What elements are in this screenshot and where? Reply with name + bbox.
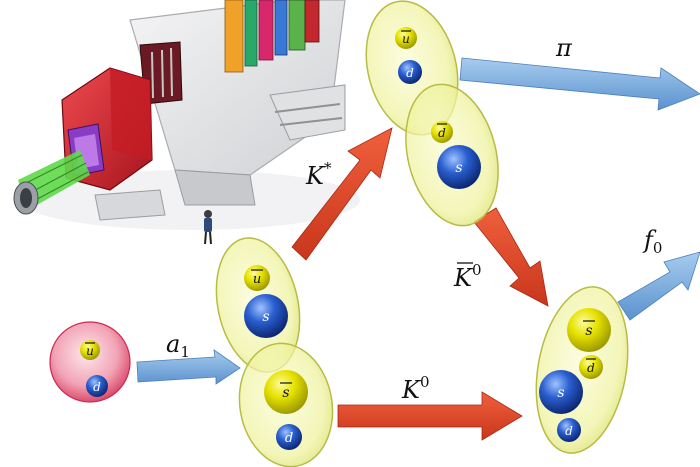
label-pi: π <box>555 34 573 62</box>
quark-ball <box>437 145 481 189</box>
quark-label-dbar: d <box>587 361 595 375</box>
label-kbar0: K0 <box>453 261 481 292</box>
quark-ball <box>264 370 308 414</box>
f0-arrow <box>617 251 700 321</box>
quark-label-s: s <box>455 160 462 176</box>
person-figure <box>204 210 212 245</box>
quark-label-d: d <box>93 380 101 394</box>
label-k0: K0 <box>401 373 429 404</box>
svg-text:K0: K0 <box>453 261 481 292</box>
quark-ball <box>539 370 583 414</box>
quark-label-ubar: u <box>402 32 410 46</box>
pion-sphere <box>49 321 131 403</box>
quark-ball <box>86 375 108 397</box>
quark-ball <box>80 340 100 360</box>
label-kstar: K* <box>305 159 332 190</box>
quark-label-d: d <box>565 424 573 438</box>
pi-arrow <box>459 57 700 111</box>
detector-illustration <box>13 0 360 230</box>
quark-label-sbar: s <box>282 385 289 401</box>
quark-label-sbar: s <box>585 323 592 339</box>
quark-ball <box>567 308 611 352</box>
kstar-arrow <box>291 127 393 261</box>
quark-ball <box>244 265 270 291</box>
quark-label-dbar: d <box>438 126 446 140</box>
label-a1: a1 <box>166 330 190 361</box>
quark-label-d: d <box>406 66 414 80</box>
kbar0-arrow <box>473 207 549 307</box>
quark-ball <box>395 27 417 49</box>
k0-arrow <box>337 391 523 441</box>
quark-ball <box>431 121 453 143</box>
a1-arrow <box>136 349 241 385</box>
quark-label-ubar: u <box>253 272 261 287</box>
quark-label-s: s <box>262 309 269 325</box>
quark-ball <box>398 60 422 84</box>
quark-ball <box>276 424 302 450</box>
quark-ball <box>557 418 581 442</box>
quark-label-d: d <box>285 431 293 446</box>
quark-label-s: s <box>557 385 564 401</box>
label-f0: f0 <box>642 226 662 257</box>
quark-ball <box>244 294 288 338</box>
quark-label-ubar: u <box>86 344 94 358</box>
quark-ball <box>579 355 603 379</box>
